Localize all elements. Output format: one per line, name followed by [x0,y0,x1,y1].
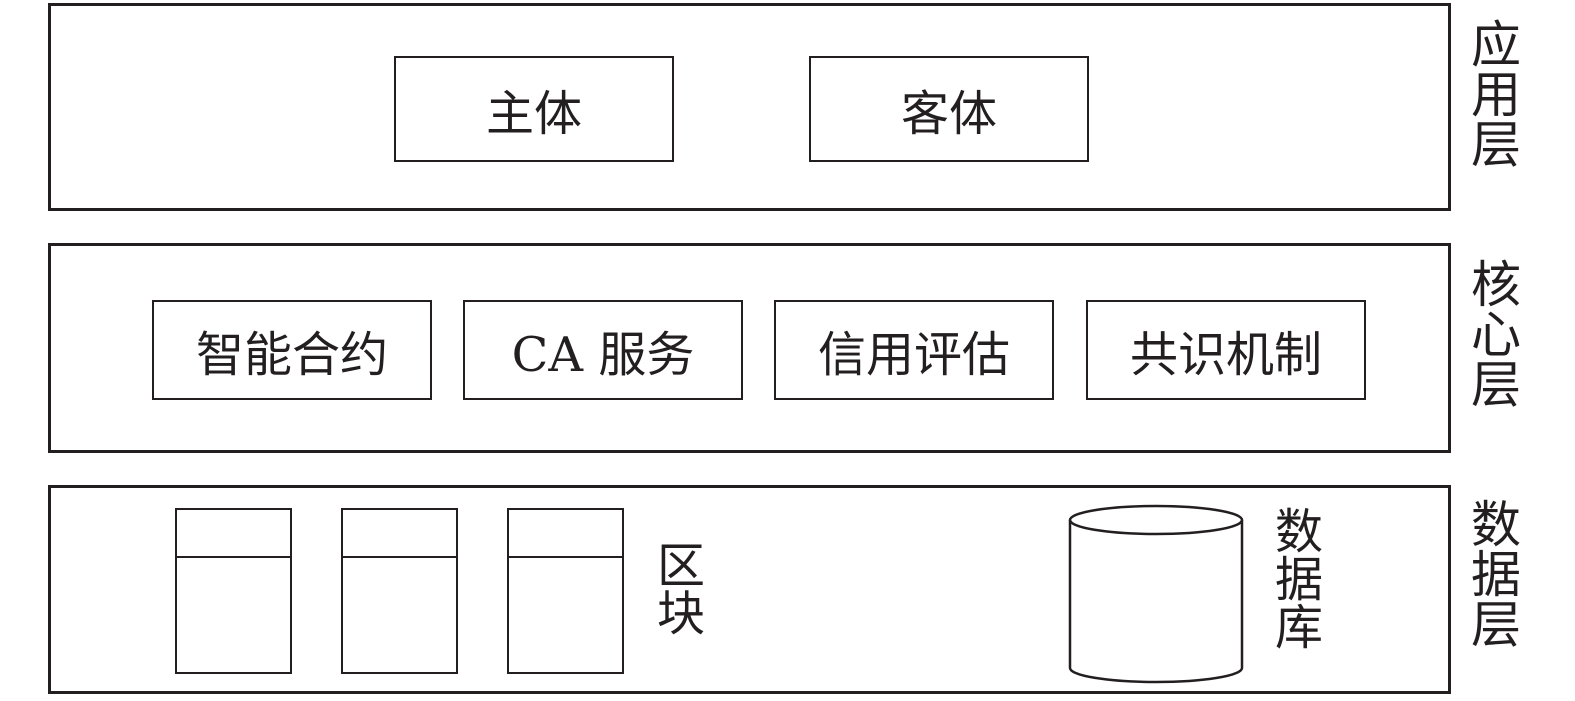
ca-service-box: CA 服务 [463,300,743,400]
object-label: 客体 [900,86,997,142]
consensus-mechanism-box: 共识机制 [1086,300,1366,400]
block-3-header [509,556,622,558]
core-layer-label: 核心层 [1463,258,1521,408]
database-body [1068,520,1244,684]
subject-label: 主体 [485,86,582,142]
data-layer-label: 数据层 [1463,498,1521,648]
block-1 [175,508,292,674]
application-layer: 主体 客体 [48,3,1451,211]
smart-contract-label: 智能合约 [195,327,388,383]
object-box: 客体 [809,56,1089,162]
credit-evaluation-label: 信用评估 [817,327,1010,383]
block-1-header [177,556,290,558]
application-layer-label: 应用层 [1463,18,1521,168]
data-layer: 区块 数据库 [48,485,1451,694]
credit-evaluation-box: 信用评估 [774,300,1054,400]
block-3 [507,508,624,674]
database-label: 数据库 [1266,506,1322,650]
consensus-mechanism-label: 共识机制 [1129,327,1322,383]
blocks-label: 区块 [648,540,704,636]
block-2 [341,508,458,674]
ca-service-label: CA 服务 [511,327,695,383]
database-icon [1068,504,1244,684]
subject-box: 主体 [394,56,674,162]
database-top [1068,504,1244,536]
smart-contract-box: 智能合约 [152,300,432,400]
core-layer: 智能合约 CA 服务 信用评估 共识机制 [48,243,1451,453]
block-2-header [343,556,456,558]
